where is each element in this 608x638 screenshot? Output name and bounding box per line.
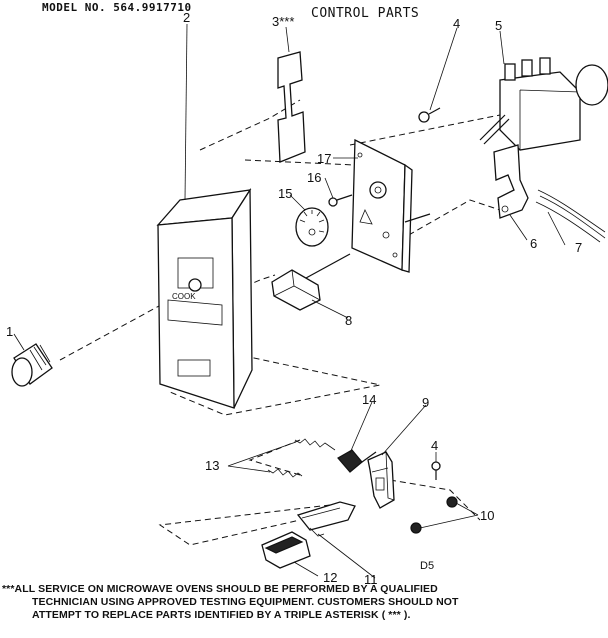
callout-2: 2 xyxy=(183,10,191,25)
callout-7: 7 xyxy=(575,240,583,255)
door-button xyxy=(261,531,311,569)
switch-bracket xyxy=(493,144,529,219)
footnote-line-1: ***ALL SERVICE ON MICROWAVE OVENS SHOULD… xyxy=(2,583,438,595)
callout-11: 11 xyxy=(364,572,378,587)
callout-17: 17 xyxy=(317,151,332,166)
interlock-bracket xyxy=(277,51,306,163)
callout-15: 15 xyxy=(278,186,293,201)
screw-top xyxy=(418,107,441,123)
nuts xyxy=(410,496,458,534)
panel-cook-label: COOK xyxy=(172,292,196,301)
model-number: MODEL NO. 564.9917710 xyxy=(42,1,192,14)
screw-lower xyxy=(431,461,441,480)
footnote-line-3: ATTEMPT TO REPLACE PARTS IDENTIFIED BY A… xyxy=(32,609,411,621)
callout-12: 12 xyxy=(323,570,338,585)
callout-8: 8 xyxy=(345,313,353,328)
timer-motor xyxy=(479,57,608,151)
callout-4-lower: 4 xyxy=(431,438,439,453)
callout-leaders xyxy=(13,23,566,579)
springs xyxy=(267,438,336,478)
latch-bracket xyxy=(367,451,395,509)
callout-16: 16 xyxy=(307,170,322,185)
assembly-dashed-lines xyxy=(59,99,501,546)
service-footnote: ***ALL SERVICE ON MICROWAVE OVENS SHOULD… xyxy=(2,583,606,622)
diagram-title: CONTROL PARTS xyxy=(311,6,420,21)
timer-dial xyxy=(295,207,329,247)
mounting-plate xyxy=(351,138,431,273)
callout-4-top: 4 xyxy=(453,16,461,31)
callout-1: 1 xyxy=(6,324,14,339)
callout-6: 6 xyxy=(530,236,538,251)
callout-10: 10 xyxy=(480,508,495,523)
callout-14: 14 xyxy=(362,392,377,407)
callout-3: 3*** xyxy=(272,14,295,29)
callout-13: 13 xyxy=(205,458,220,473)
callout-5: 5 xyxy=(495,18,503,33)
wire-lead xyxy=(535,189,606,243)
control-panel-housing xyxy=(156,187,253,409)
callout-9: 9 xyxy=(422,395,430,410)
actuator xyxy=(337,449,377,473)
diagram-code: D5 xyxy=(420,560,435,572)
cook-lever xyxy=(271,253,351,311)
footnote-line-2: TECHNICIAN USING APPROVED TESTING EQUIPM… xyxy=(32,596,459,608)
lever-plate xyxy=(296,501,356,537)
cook-knob xyxy=(11,343,53,387)
